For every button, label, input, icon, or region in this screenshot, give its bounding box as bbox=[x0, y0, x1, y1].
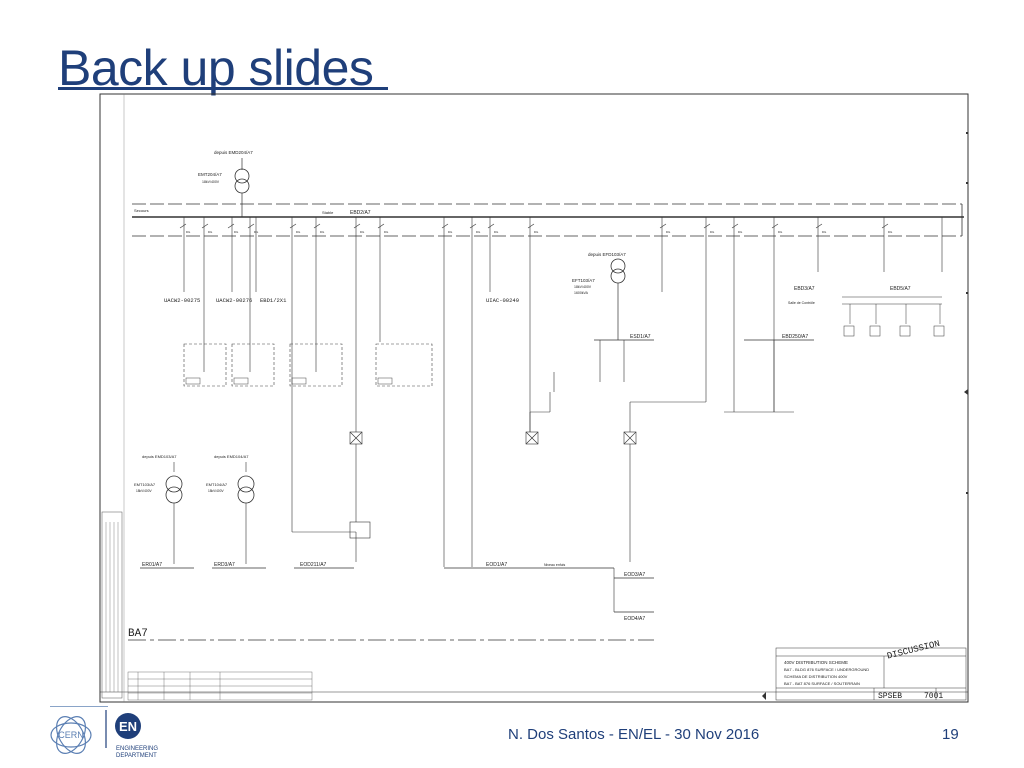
eod4-label: EOD4/A7 bbox=[624, 616, 645, 622]
tb-line4: BA7 - BAT 876 SURFACE / SOUTERRAIN bbox=[784, 681, 860, 686]
svg-text:DIL: DIL bbox=[888, 230, 893, 234]
ebd250-label: EBD250/A7 bbox=[782, 334, 808, 340]
tb-number: 7001 bbox=[924, 692, 943, 701]
busbar-mid-label: Stable bbox=[322, 210, 334, 215]
feeder-3: EBD1/2X1 bbox=[260, 297, 287, 304]
svg-text:DIL: DIL bbox=[476, 230, 481, 234]
feeder-2: UACW2-00276 bbox=[216, 297, 252, 304]
source-left1: depuis EMD103/A7 bbox=[142, 454, 177, 459]
transformer-left1-symbol bbox=[165, 475, 183, 493]
transformer-top: EMT204/A7 bbox=[198, 172, 222, 177]
svg-text:DIL: DIL bbox=[234, 230, 239, 234]
busbar-breaker-labels: DIL DIL DIL DIL DIL DIL DIL DIL DIL DIL DIL DI… bbox=[186, 230, 893, 234]
drawing-border bbox=[99, 93, 969, 703]
svg-text:CERN: CERN bbox=[58, 730, 84, 740]
en-logo: EN ENGINEERING DEPARTMENT bbox=[105, 710, 158, 759]
schematic-svg: Secours Stable EBD2/A7 depuis EMD204/A7 … bbox=[99, 93, 969, 703]
tb-line1: 400V DISTRIBUTION SCHEME bbox=[784, 660, 848, 665]
niveau-label: Niveau enfuis bbox=[544, 563, 565, 567]
main-busbar bbox=[132, 203, 964, 237]
feeder-4: UIAC-00249 bbox=[486, 297, 519, 304]
svg-text:DIL: DIL bbox=[208, 230, 213, 234]
transformer-left2-symbol bbox=[237, 475, 255, 493]
cern-logo: CERN bbox=[50, 716, 92, 754]
title-underline bbox=[58, 87, 388, 90]
svg-text:DIL: DIL bbox=[448, 230, 453, 234]
transformer-efd-power: 1600kVA bbox=[574, 291, 589, 295]
svg-text:DIL: DIL bbox=[494, 230, 499, 234]
svg-text:DIL: DIL bbox=[384, 230, 389, 234]
esd1-label: ESD1/A7 bbox=[630, 334, 651, 340]
discussion-stamp: DISCUSSION bbox=[886, 639, 941, 662]
footer-text: N. Dos Santos - EN/EL - 30 Nov 2016 bbox=[508, 726, 760, 743]
transformer-top-symbol bbox=[234, 168, 250, 184]
svg-text:DIL: DIL bbox=[254, 230, 259, 234]
ebd3-sub: Salle de Contrôle bbox=[788, 301, 815, 305]
source-efd: depuis EFD103/A7 bbox=[588, 252, 626, 257]
transformer-left2-spec: 18kV/400V bbox=[208, 489, 224, 493]
tb-project: SPSEB bbox=[878, 692, 902, 701]
source-left2: depuis EMD104/A7 bbox=[214, 454, 249, 459]
feeder-1: UACW2-00275 bbox=[164, 297, 200, 304]
eod3-label: EOD3/A7 bbox=[624, 572, 645, 578]
revision-table bbox=[127, 671, 313, 701]
building-label: BA7 bbox=[128, 628, 148, 640]
transformer-efd: EFT103/A7 bbox=[572, 278, 595, 283]
title-block bbox=[775, 647, 967, 701]
transformer-efd-spec: 18kV/400V bbox=[574, 285, 592, 289]
left-label: Secours bbox=[134, 208, 149, 213]
sub-boards bbox=[183, 343, 433, 387]
electrical-schematic: Secours Stable EBD2/A7 depuis EMD204/A7 … bbox=[94, 92, 974, 704]
tb-line3: SCHEMA DE DISTRIBUTION 400V bbox=[784, 674, 848, 679]
eod01-label: EOD1/A7 bbox=[486, 562, 507, 568]
transformer-left1: EMT103/A7 bbox=[134, 482, 156, 487]
ebd5-label: EBD5/A7 bbox=[890, 286, 911, 292]
slide-title: Back up slides bbox=[58, 40, 374, 96]
page-number: 19 bbox=[942, 726, 959, 743]
svg-text:DIL: DIL bbox=[534, 230, 539, 234]
er01-label: ER01/A7 bbox=[142, 562, 162, 568]
transformer-left1-spec: 18kV/400V bbox=[136, 489, 152, 493]
svg-text:DIL: DIL bbox=[360, 230, 365, 234]
feeder-lines bbox=[183, 217, 943, 567]
erd3-label: ERD3/A7 bbox=[214, 562, 235, 568]
svg-text:DIL: DIL bbox=[186, 230, 191, 234]
svg-text:DIL: DIL bbox=[666, 230, 671, 234]
footer-line bbox=[50, 706, 108, 707]
svg-text:DIL: DIL bbox=[320, 230, 325, 234]
eod211-label: EOD211/A7 bbox=[300, 562, 327, 568]
tb-line2: BA7 - BLDG 876 SURFACE / UNDERGROUND bbox=[784, 667, 869, 672]
svg-text:DIL: DIL bbox=[778, 230, 783, 234]
margin-markers bbox=[762, 132, 968, 700]
transformer-top-spec: 18kV/400V bbox=[202, 180, 220, 184]
ebd3-label: EBD3/A7 bbox=[794, 286, 815, 292]
svg-text:DEPARTMENT: DEPARTMENT bbox=[116, 753, 157, 759]
svg-text:ENGINEERING: ENGINEERING bbox=[116, 746, 158, 752]
svg-text:DIL: DIL bbox=[822, 230, 827, 234]
transformer-efd-symbol bbox=[610, 258, 626, 274]
svg-text:DIL: DIL bbox=[710, 230, 715, 234]
svg-text:DIL: DIL bbox=[738, 230, 743, 234]
svg-text:DIL: DIL bbox=[296, 230, 301, 234]
transformer-left2: EMT104/A7 bbox=[206, 482, 228, 487]
busbar-label: EBD2/A7 bbox=[350, 210, 371, 216]
source-top: depuis EMD204/A7 bbox=[214, 150, 253, 155]
svg-text:EN: EN bbox=[119, 719, 137, 734]
